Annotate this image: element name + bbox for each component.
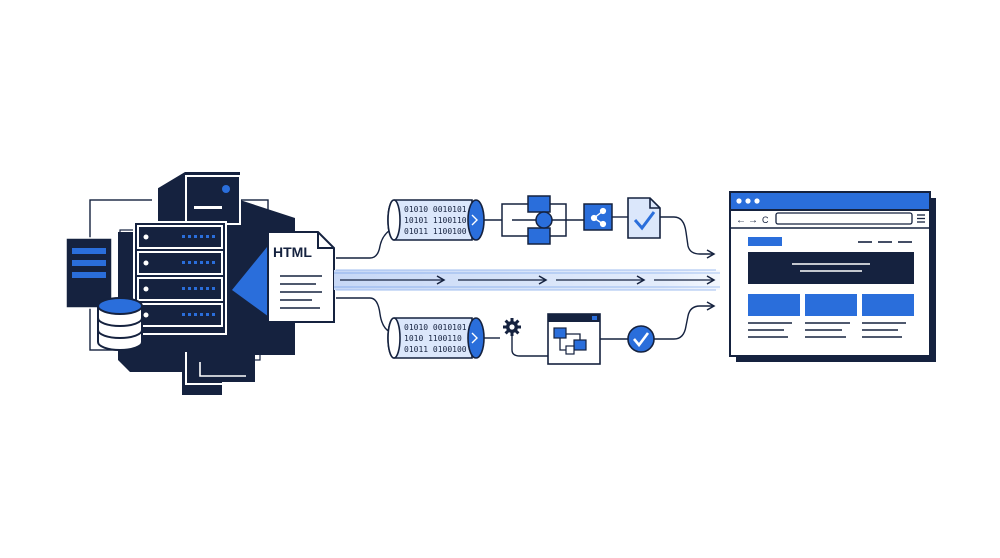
binary-line: 01010 0010101 [404, 205, 467, 214]
window-dot [736, 198, 742, 204]
connector-line [336, 297, 391, 333]
server-cluster [65, 172, 295, 395]
nav-forward-icon[interactable]: → [748, 215, 758, 226]
nav-back-icon[interactable]: ← [736, 215, 746, 226]
flowchart-icon [484, 195, 584, 245]
address-bar[interactable] [775, 212, 913, 225]
html-document-icon: HTML [267, 231, 335, 323]
database-icon [97, 297, 143, 351]
reload-icon[interactable]: C [762, 215, 769, 225]
pipeline-top: 01010 0010101 10101 1100110 01011 110010… [387, 195, 716, 259]
window-dot [754, 198, 760, 204]
check-document-icon [627, 197, 661, 239]
window-dot [745, 198, 751, 204]
binary-data-cylinder-icon: 01010 0010101 10101 1100110 01011 110010… [387, 199, 485, 241]
server-tower [185, 175, 241, 225]
server-rack-icon [133, 221, 227, 335]
site-logo [748, 237, 782, 246]
connector-arrow [654, 301, 716, 340]
gear-icon [503, 318, 521, 336]
text-lines [748, 322, 906, 338]
workflow-window-icon [547, 313, 601, 365]
hero-banner [748, 252, 914, 284]
funnel-shape [232, 236, 276, 322]
content-card [805, 294, 857, 316]
share-icon [583, 203, 613, 231]
browser-window-icon: ← → C [729, 191, 936, 362]
binary-line: 10101 1100110 [404, 216, 467, 225]
data-stream-beam [334, 269, 720, 291]
menu-icon[interactable] [917, 214, 925, 223]
binary-line: 1010 1100110 [404, 334, 462, 343]
content-card [748, 294, 800, 316]
connector-line [336, 229, 391, 259]
pipeline-bottom: 01010 0010101 1010 1100110 01011 0100100 [387, 301, 716, 365]
small-server-icon [65, 237, 113, 309]
check-circle-icon [627, 325, 655, 353]
binary-line: 01011 1100100 [404, 227, 467, 236]
connector-arrow [660, 216, 716, 259]
binary-line: 01010 0010101 [404, 323, 467, 332]
binary-data-cylinder-icon: 01010 0010101 1010 1100110 01011 0100100 [387, 317, 485, 359]
html-label: HTML [273, 244, 312, 260]
content-card [862, 294, 914, 316]
binary-line: 01011 0100100 [404, 345, 467, 354]
